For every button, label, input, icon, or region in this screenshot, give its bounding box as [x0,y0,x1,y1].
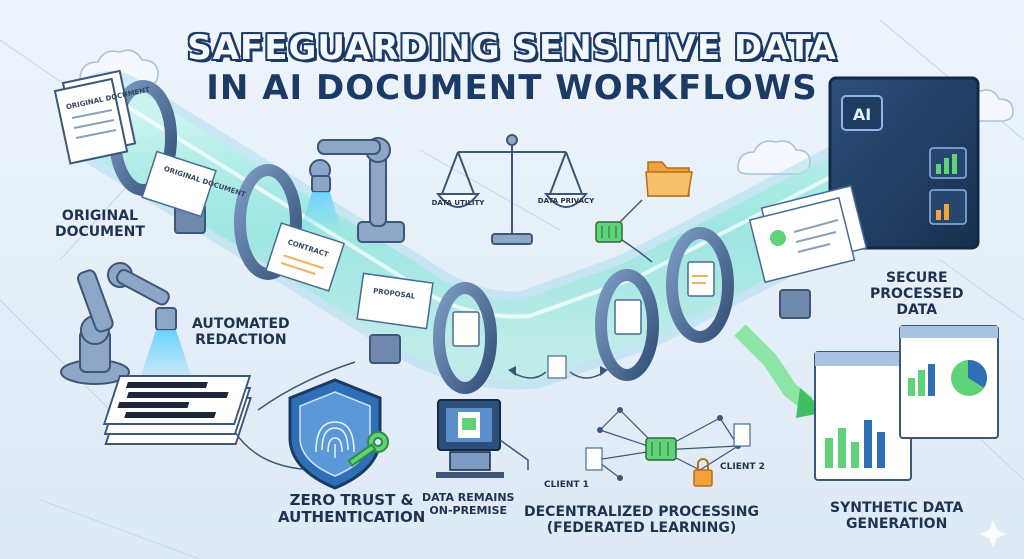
shield-icon [288,378,382,490]
label-secure-processed: SECURE PROCESSED DATA [870,270,964,319]
folder-icon [645,161,693,197]
connector-line [621,239,653,263]
connector-line [619,199,643,223]
label-original-document: ORIGINAL DOCUMENT [55,208,145,241]
key-icon [347,431,389,467]
label-zero-trust: ZERO TRUST & AUTHENTICATION [278,491,426,527]
on-premise-computer-icon [436,399,504,478]
contract-doc: CONTRACT [264,222,346,292]
sparkle-icon [979,520,1007,548]
flow-arrow [734,324,813,411]
title-line-1: SAFEGUARDING SENSITIVE DATA [187,28,837,68]
chip-icon [595,221,623,243]
label-automated-redaction: AUTOMATED REDACTION [192,316,290,349]
label-client-2: CLIENT 2 [720,462,765,472]
connector-line [499,439,529,470]
label-synthetic-data: SYNTHETIC DATA GENERATION [830,500,964,533]
robot-arm-icon [309,137,405,243]
synthetic-data-panel [814,325,999,481]
label-decentralized: DECENTRALIZED PROCESSING (FEDERATED LEAR… [524,504,759,537]
document-icon [547,355,751,471]
document-icon [452,261,715,347]
ai-badge: AI [853,105,871,124]
pipe-supports [174,204,811,364]
scale-left-label: DATA UTILITY [432,199,486,207]
scale-right-label: DATA PRIVACY [538,197,595,205]
title-line-2: IN AI DOCUMENT WORKFLOWS [206,68,818,108]
balance-scale-icon [435,134,589,245]
proposal-doc: PROPOSAL [356,272,434,330]
cloud-icon [737,140,811,175]
lock-icon [693,458,713,487]
ai-monitor-icon: AI [828,76,980,250]
robot-arm-icon [60,262,177,385]
chip-icon [645,437,677,461]
redacted-document-icon [102,375,253,445]
label-client-1: CLIENT 1 [544,480,589,490]
fingerprint-icon [315,421,355,458]
label-data-remains: DATA REMAINS ON-PREMISE [422,491,515,517]
connector-line [257,361,356,411]
processed-document-icon [748,184,868,284]
scan-beam [300,192,342,232]
